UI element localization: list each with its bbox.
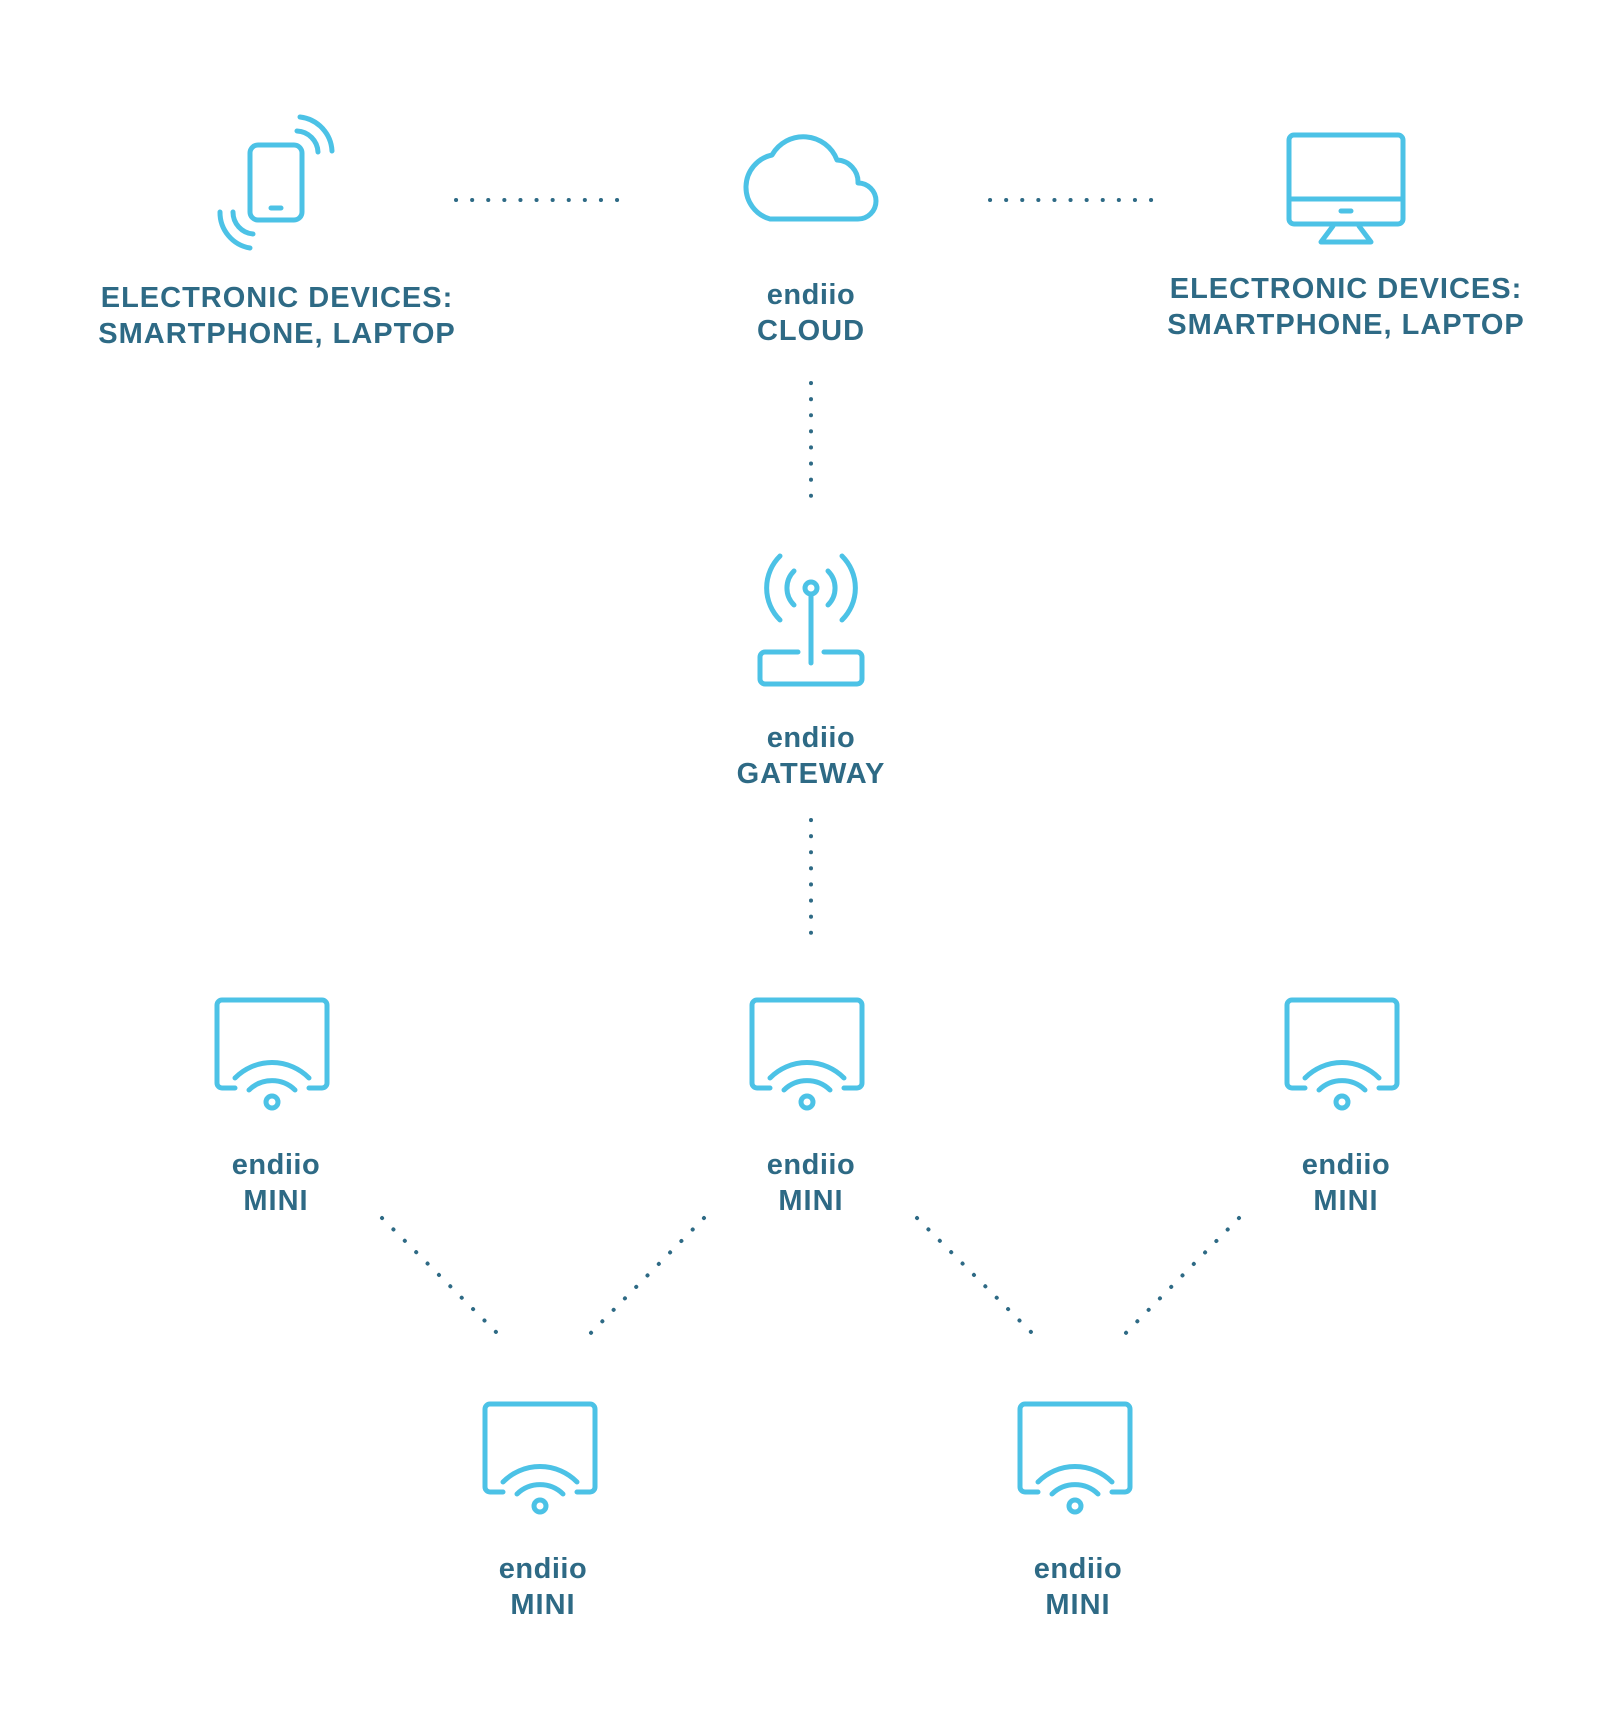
devices-left-line1: ELECTRONIC DEVICES: bbox=[100, 282, 454, 314]
cloud-name: CLOUD bbox=[756, 315, 866, 347]
mini-name: MINI bbox=[243, 1185, 309, 1217]
smartphone-signal-icon bbox=[217, 114, 335, 251]
devices-right-line2: SMARTPHONE, LAPTOP bbox=[1167, 309, 1525, 341]
wifi-device-icon bbox=[749, 997, 865, 1111]
mini-label: endiio MINI bbox=[1302, 1147, 1390, 1219]
connector-mini-right-to-mini-bottom-right bbox=[1115, 1216, 1241, 1344]
mini-brand: endiio bbox=[766, 1149, 856, 1181]
cloud-brand: endiio bbox=[766, 279, 856, 311]
wifi-device-icon bbox=[1284, 997, 1400, 1111]
mini-label: endiio MINI bbox=[232, 1147, 320, 1219]
antenna-gateway-icon bbox=[757, 553, 865, 687]
mini-name: MINI bbox=[510, 1589, 576, 1621]
connector-mini-center-to-mini-bottom-right bbox=[915, 1216, 1043, 1344]
wifi-device-icon bbox=[1017, 1401, 1133, 1515]
gateway-name: GATEWAY bbox=[736, 758, 886, 790]
mini-label: endiio MINI bbox=[1034, 1551, 1122, 1623]
connector-mini-center-to-mini-bottom-left bbox=[580, 1216, 706, 1344]
mini-name: MINI bbox=[1313, 1185, 1379, 1217]
cloud-label: endiio CLOUD bbox=[757, 277, 865, 349]
gateway-brand: endiio bbox=[766, 722, 856, 754]
devices-left-line2: SMARTPHONE, LAPTOP bbox=[98, 318, 456, 350]
wifi-device-icon bbox=[482, 1401, 598, 1515]
mini-label: endiio MINI bbox=[499, 1551, 587, 1623]
devices-left-label: ELECTRONIC DEVICES: SMARTPHONE, LAPTOP bbox=[98, 280, 455, 352]
mini-brand: endiio bbox=[1301, 1149, 1391, 1181]
mini-name: MINI bbox=[1045, 1589, 1111, 1621]
desktop-monitor-icon bbox=[1286, 132, 1406, 245]
mini-label: endiio MINI bbox=[767, 1147, 855, 1219]
devices-right-line1: ELECTRONIC DEVICES: bbox=[1169, 273, 1523, 305]
gateway-label: endiio GATEWAY bbox=[737, 720, 886, 792]
cloud-icon bbox=[743, 134, 879, 222]
connector-mini-left-to-mini-bottom-left bbox=[380, 1216, 508, 1344]
mini-brand: endiio bbox=[231, 1149, 321, 1181]
mini-brand: endiio bbox=[1033, 1553, 1123, 1585]
wifi-device-icon bbox=[214, 997, 330, 1111]
mini-name: MINI bbox=[778, 1185, 844, 1217]
mini-brand: endiio bbox=[498, 1553, 588, 1585]
devices-right-label: ELECTRONIC DEVICES: SMARTPHONE, LAPTOP bbox=[1167, 271, 1524, 343]
connectors bbox=[380, 198, 1241, 1344]
